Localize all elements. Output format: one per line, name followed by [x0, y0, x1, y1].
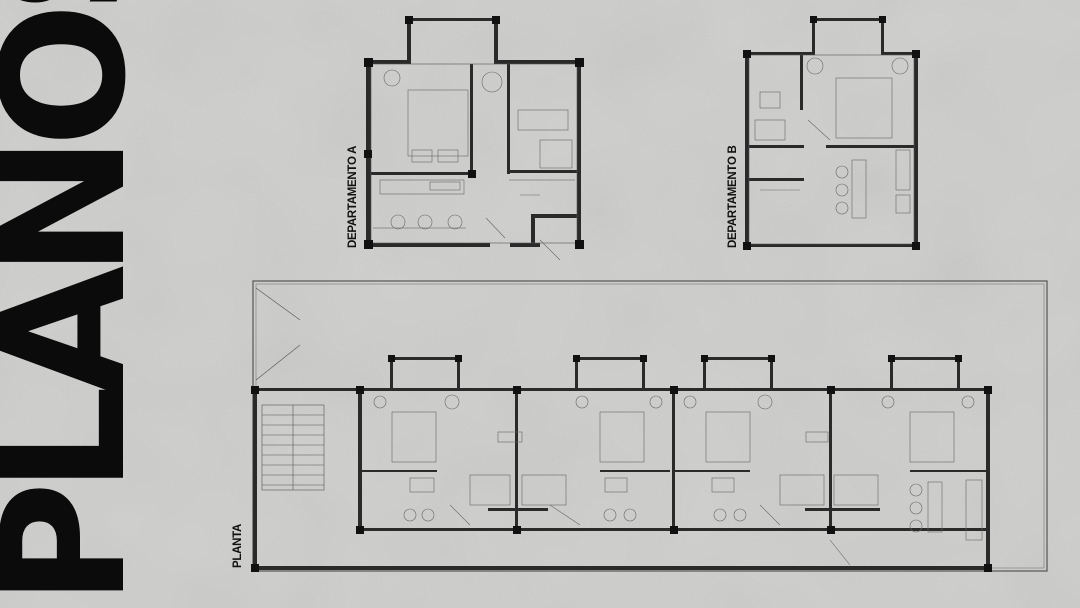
stair: [261, 404, 325, 491]
label-departamento-a: DEPARTAMENTO A: [347, 145, 359, 248]
label-departamento-b: DEPARTAMENTO B: [727, 145, 739, 249]
dept-a-furniture: [379, 69, 573, 261]
planta-furniture: [373, 394, 983, 566]
dept-b-furniture: [754, 57, 911, 219]
label-planta: PLANTA: [232, 524, 244, 568]
dept-b-walls: [745, 18, 918, 247]
